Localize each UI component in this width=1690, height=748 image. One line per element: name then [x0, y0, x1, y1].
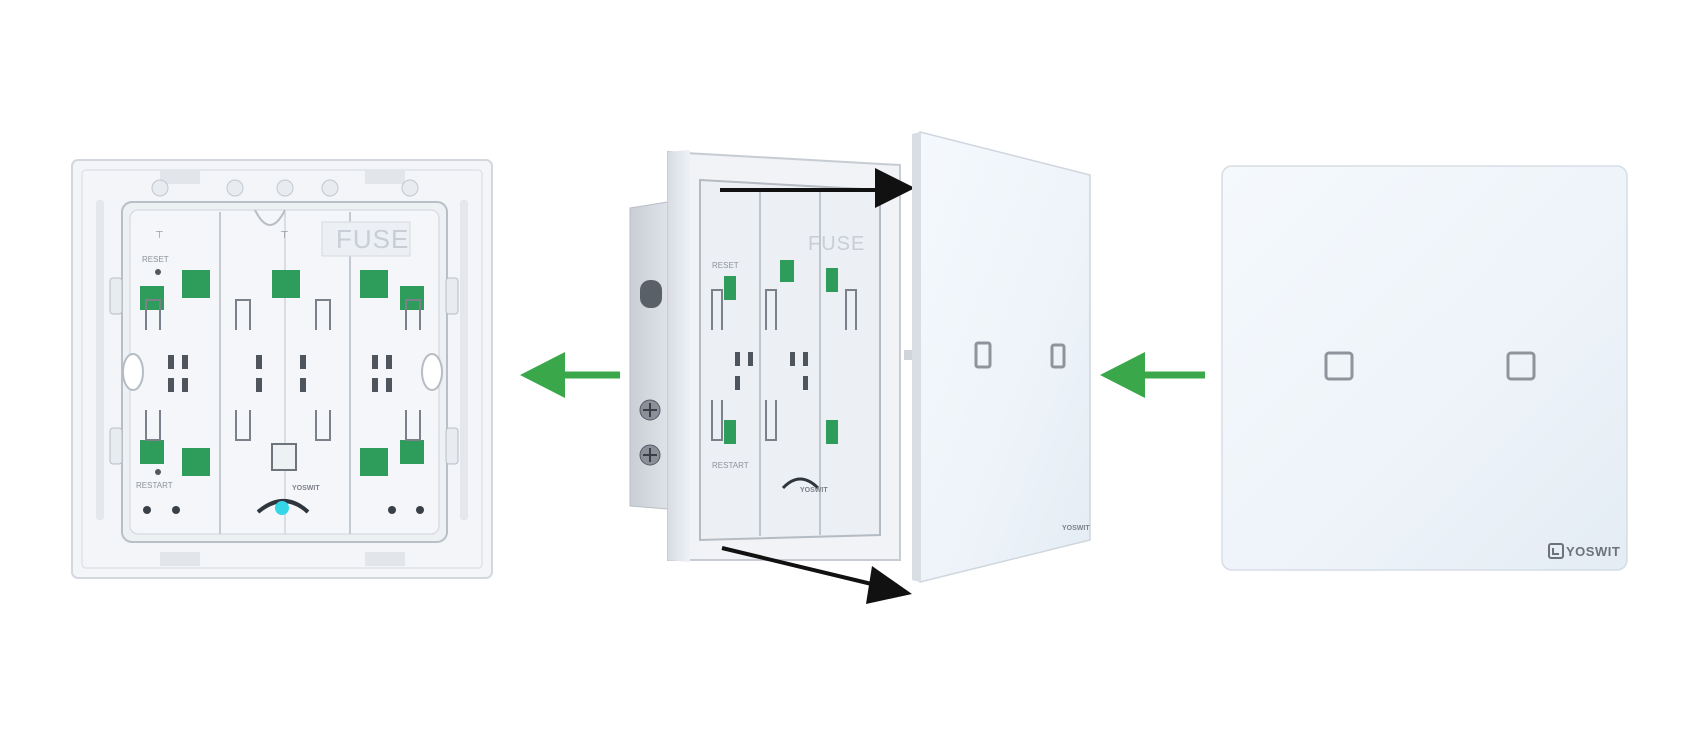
glass-brand: YOSWIT [1566, 544, 1620, 559]
switch-module: FUSE RESET RESTART YOSWIT [629, 150, 901, 562]
fuse-label: FUSE [336, 224, 409, 254]
back-plate-brand: YOSWIT [292, 485, 320, 492]
glass-brand-middle: YOSWIT [1062, 525, 1090, 532]
green-arrow-left-icon [1100, 352, 1205, 398]
module-fuse-label: FUSE [808, 233, 865, 255]
back-plate: FUSE ⊤ ⊤ RESET [71, 159, 493, 579]
restart-label: RESTART [136, 481, 173, 490]
black-arrow-right-icon [720, 168, 915, 208]
module-brand: YOSWIT [800, 487, 828, 494]
touch-key-square-icon [1324, 351, 1354, 381]
glass-front-panel-middle: YOSWIT [904, 131, 1091, 583]
touch-key-square-icon [974, 341, 992, 369]
module-reset-label: RESET [712, 261, 739, 270]
touch-key-square-icon [1506, 351, 1536, 381]
svg-text:⊤: ⊤ [155, 230, 164, 241]
green-arrow-left-icon [520, 352, 620, 398]
touch-key-square-icon [1050, 343, 1066, 369]
glass-front-panel: YOSWIT [1221, 165, 1628, 571]
black-arrow-right-icon [721, 546, 912, 604]
svg-text:⊤: ⊤ [280, 230, 289, 241]
reset-label: RESET [142, 255, 169, 264]
module-restart-label: RESTART [712, 461, 749, 470]
yoswit-logo-icon [1548, 543, 1564, 559]
